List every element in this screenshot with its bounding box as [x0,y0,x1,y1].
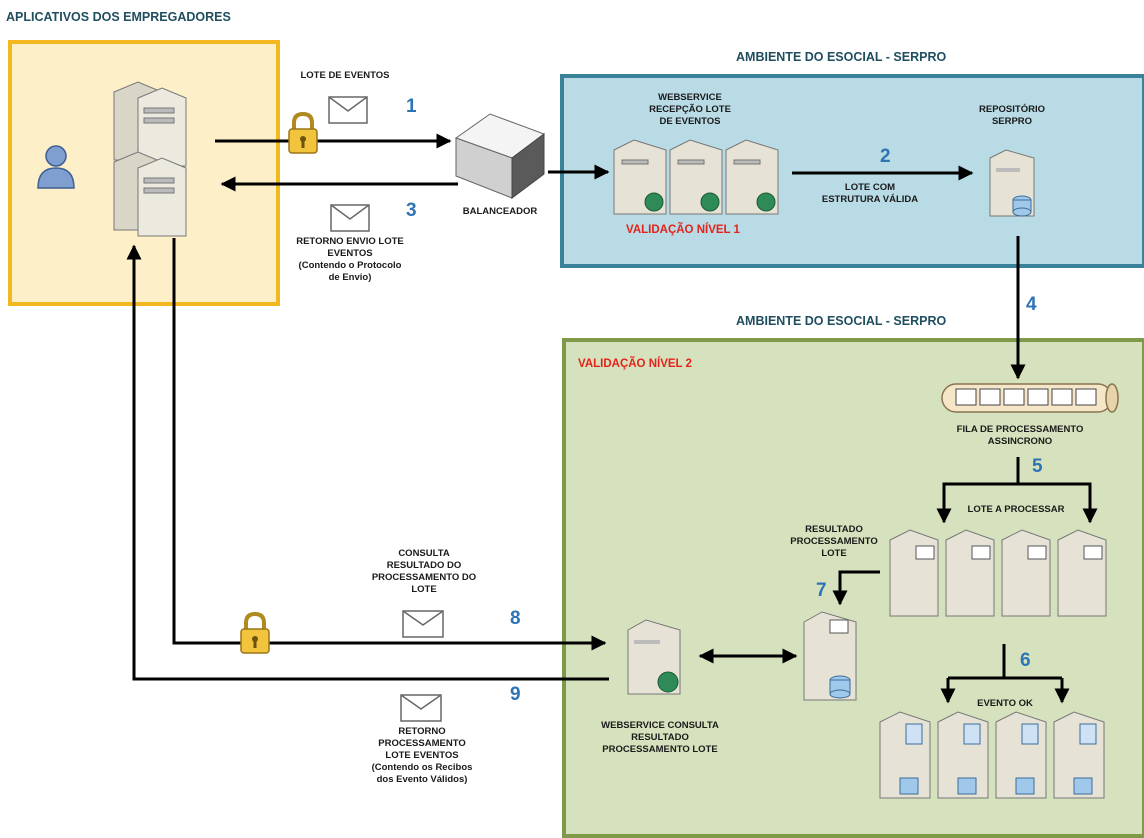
step-7: 7 [816,580,827,601]
fila-label: FILA DE PROCESSAMENTO ASSINCRONO [956,424,1084,447]
envelope-icon-2 [330,204,370,232]
webservice-reception-label: WEBSERVICE RECEPÇÃO LOTE DE EVENTOS [649,92,731,127]
validation-level2-label: VALIDAÇÃO NÍVEL 2 [578,358,692,370]
validation-level1-label: VALIDAÇÃO NÍVEL 1 [626,224,740,236]
lote-estrutura-label: LOTE COM ESTRUTURA VÁLIDA [821,182,919,205]
webservice-reception-servers-icon[interactable] [610,138,786,218]
envelope-icon-3 [402,610,444,638]
employer-servers-icon[interactable] [108,80,212,240]
result-server-icon[interactable] [800,608,862,704]
consulta-label: CONSULTA RESULTADO DO PROCESSAMENTO DO L… [371,548,477,595]
step-9: 9 [510,684,521,705]
retorno-envio-label: RETORNO ENVIO LOTE EVENTOS (Contendo o P… [296,236,404,283]
padlock-icon-2 [240,612,270,654]
retorno-processamento-label: RETORNO PROCESSAMENTO LOTE EVENTOS (Cont… [371,726,473,785]
env-bottom-title: AMBIENTE DO ESOCIAL - SERPRO [736,314,947,328]
batch-processing-servers-icon[interactable] [886,526,1116,622]
event-ok-servers-icon[interactable] [876,708,1116,804]
webservice-query-server-icon[interactable] [624,618,688,698]
user-icon [37,145,75,189]
balanceador-label: BALANCEADOR [462,206,538,217]
step-8: 8 [510,608,521,629]
step-3: 3 [406,200,417,221]
step-6: 6 [1020,650,1031,671]
step-1: 1 [406,96,417,117]
step-5: 5 [1032,456,1043,477]
step-4: 4 [1026,294,1037,315]
employers-title: APLICATIVOS DOS EMPREGADORES [6,10,231,24]
load-balancer-icon[interactable] [452,110,548,202]
webservice-query-label: WEBSERVICE CONSULTA RESULTADO PROCESSAME… [601,720,719,755]
padlock-icon [288,112,318,154]
envelope-icon-4 [400,694,442,722]
evento-ok-label: EVENTO OK [977,698,1033,709]
repositorio-label: REPOSITÓRIO SERPRO [979,104,1045,127]
env-top-title: AMBIENTE DO ESOCIAL - SERPRO [736,50,947,64]
step-2: 2 [880,146,891,167]
lote-eventos-label: LOTE DE EVENTOS [300,70,390,81]
processing-queue-icon [941,383,1119,413]
envelope-icon [328,96,368,124]
resultado-label: RESULTADO PROCESSAMENTO LOTE [790,524,878,559]
lote-processar-label: LOTE A PROCESSAR [967,504,1065,515]
repository-server-icon[interactable] [986,148,1038,220]
